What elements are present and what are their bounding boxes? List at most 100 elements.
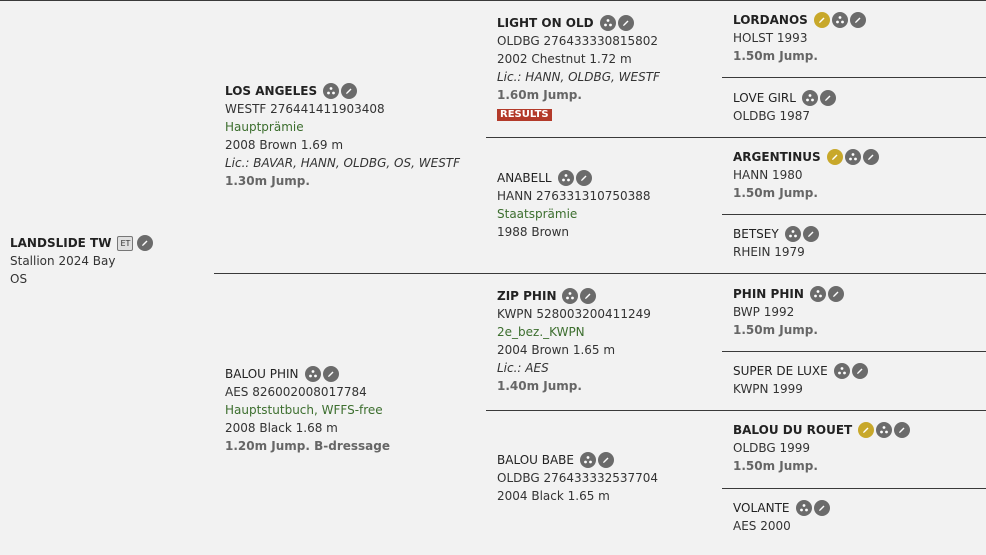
edit-icon[interactable] — [617, 15, 634, 31]
edit-icon[interactable] — [813, 500, 830, 516]
sire-dam-cell: ANABELL HANN 276331310750388 Staatsprämi… — [497, 169, 651, 241]
gen3-reg-3: HANN 1980 — [733, 168, 803, 182]
edit-icon[interactable] — [802, 226, 819, 242]
gen3-name-8[interactable]: VOLANTE — [733, 501, 790, 515]
pedigree-icon[interactable] — [876, 422, 893, 438]
edit-icon[interactable] — [137, 235, 154, 251]
dam-registration: AES 826002008017784 — [225, 385, 367, 399]
dam-cell: BALOU PHIN AES 826002008017784 Hauptstut… — [225, 365, 390, 455]
dam-sire-licences: Lic.: AES — [497, 361, 549, 375]
gen3-name-5[interactable]: PHIN PHIN — [733, 287, 804, 301]
edit-icon[interactable] — [575, 170, 592, 186]
edit-icon[interactable] — [827, 286, 844, 302]
sire-dam-registration: HANN 276331310750388 — [497, 189, 651, 203]
dam-dam-registration: OLDBG 276433332537704 — [497, 471, 659, 485]
sire-name[interactable]: LOS ANGELES — [225, 84, 318, 98]
dam-dam-info: 2004 Black 1.65 m — [497, 489, 610, 503]
gen3-cell-8: VOLANTE AES 2000 — [733, 499, 830, 535]
pedigree-icon[interactable] — [562, 288, 579, 304]
divider-gen3-2 — [722, 214, 986, 215]
dam-dam-cell: BALOU BABE OLDBG 276433332537704 2004 Bl… — [497, 451, 658, 505]
gen3-reg-6: KWPN 1999 — [733, 382, 803, 396]
pedigree-icon[interactable] — [844, 149, 861, 165]
edit-icon[interactable] — [849, 12, 866, 28]
gen3-reg-7: OLDBG 1999 — [733, 441, 811, 455]
gen3-name-2[interactable]: LOVE GIRL — [733, 91, 796, 105]
gen3-cell-4: BETSEY RHEIN 1979 — [733, 225, 819, 261]
dam-sire-award: 2e_bez._KWPN — [497, 325, 585, 339]
gen3-cell-7: BALOU DU ROUET OLDBG 1999 1.50m Jump. — [733, 421, 911, 475]
dam-sire-name[interactable]: ZIP PHIN — [497, 289, 557, 303]
gen3-name-7[interactable]: BALOU DU ROUET — [733, 423, 853, 437]
edit-icon[interactable] — [862, 149, 879, 165]
divider-gen3-4 — [722, 488, 986, 489]
pedigree-icon[interactable] — [831, 12, 848, 28]
sire-dam-award: Staatsprämie — [497, 207, 578, 221]
pedigree-icon[interactable] — [580, 452, 596, 468]
sire-dam-name[interactable]: ANABELL — [497, 171, 552, 185]
dam-name[interactable]: BALOU PHIN — [225, 367, 299, 381]
sire-sire-licences: Lic.: HANN, OLDBG, WESTF — [497, 70, 660, 84]
pedigree-icon[interactable] — [784, 226, 801, 242]
dam-info: 2008 Black 1.68 m — [225, 421, 338, 435]
dam-sire-cell: ZIP PHIN KWPN 528003200411249 2e_bez._KW… — [497, 287, 651, 395]
edit-icon[interactable] — [322, 366, 339, 382]
edit-icon[interactable] — [894, 422, 911, 438]
key-icon[interactable] — [813, 12, 830, 28]
key-icon[interactable] — [826, 149, 843, 165]
dam-award: Hauptstutbuch, WFFS-free — [225, 403, 383, 417]
sire-dam-info: 1988 Brown — [497, 225, 570, 239]
pedigree-icon[interactable] — [557, 170, 574, 186]
gen3-name-3[interactable]: ARGENTINUS — [733, 150, 821, 164]
gen3-reg-5: BWP 1992 — [733, 305, 795, 319]
edit-icon[interactable] — [341, 83, 358, 99]
pedigree-icon[interactable] — [323, 83, 340, 99]
results-button[interactable]: RESULTS — [497, 109, 552, 121]
gen3-perf-7: 1.50m Jump. — [733, 459, 818, 473]
edit-icon[interactable] — [598, 452, 614, 468]
gen3-cell-5: PHIN PHIN BWP 1992 1.50m Jump. — [733, 285, 844, 339]
sire-sire-name[interactable]: LIGHT ON OLD — [497, 16, 594, 30]
gen3-reg-2: OLDBG 1987 — [733, 109, 811, 123]
gen3-perf-5: 1.50m Jump. — [733, 323, 818, 337]
subject-info: Stallion 2024 Bay — [10, 254, 116, 268]
divider-gen1 — [214, 273, 986, 274]
sire-sire-performance: 1.60m Jump. — [497, 88, 582, 102]
subject-name[interactable]: LANDSLIDE TW — [10, 236, 112, 250]
edit-icon[interactable] — [819, 90, 836, 106]
gen3-reg-1: HOLST 1993 — [733, 31, 808, 45]
sire-sire-registration: OLDBG 276433330815802 — [497, 34, 659, 48]
gen3-name-6[interactable]: SUPER DE LUXE — [733, 364, 828, 378]
sire-sire-info: 2002 Chestnut 1.72 m — [497, 52, 632, 66]
dam-sire-performance: 1.40m Jump. — [497, 379, 582, 393]
sire-performance: 1.30m Jump. — [225, 174, 310, 188]
top-border — [0, 0, 986, 1]
pedigree-icon[interactable] — [599, 15, 616, 31]
edit-icon[interactable] — [851, 363, 868, 379]
subject-cell: LANDSLIDE TW ET Stallion 2024 Bay OS — [10, 234, 154, 288]
key-icon[interactable] — [858, 422, 875, 438]
pedigree-icon[interactable] — [809, 286, 826, 302]
gen3-reg-8: AES 2000 — [733, 519, 791, 533]
divider-gen3-3 — [722, 351, 986, 352]
gen3-perf-1: 1.50m Jump. — [733, 49, 818, 63]
pedigree-icon[interactable] — [801, 90, 818, 106]
pedigree-icon[interactable] — [833, 363, 850, 379]
gen3-name-4[interactable]: BETSEY — [733, 227, 779, 241]
dam-performance: 1.20m Jump. B-dressage — [225, 439, 391, 453]
dam-dam-name[interactable]: BALOU BABE — [497, 453, 574, 467]
gen3-perf-3: 1.50m Jump. — [733, 186, 818, 200]
sire-cell: LOS ANGELES WESTF 276441411903408 Hauptp… — [225, 82, 460, 190]
divider-gen2-top — [486, 137, 986, 138]
pedigree-icon[interactable] — [795, 500, 812, 516]
subject-studbook: OS — [10, 272, 28, 286]
sire-registration: WESTF 276441411903408 — [225, 102, 385, 116]
gen3-name-1[interactable]: LORDANOS — [733, 13, 808, 27]
sire-licences: Lic.: BAVAR, HANN, OLDBG, OS, WESTF — [225, 156, 461, 170]
sire-award: Hauptprämie — [225, 120, 304, 134]
dam-sire-info: 2004 Brown 1.65 m — [497, 343, 616, 357]
sire-sire-cell: LIGHT ON OLD OLDBG 276433330815802 2002 … — [497, 14, 660, 122]
pedigree-icon[interactable] — [304, 366, 321, 382]
edit-icon[interactable] — [580, 288, 597, 304]
et-badge: ET — [117, 235, 134, 251]
